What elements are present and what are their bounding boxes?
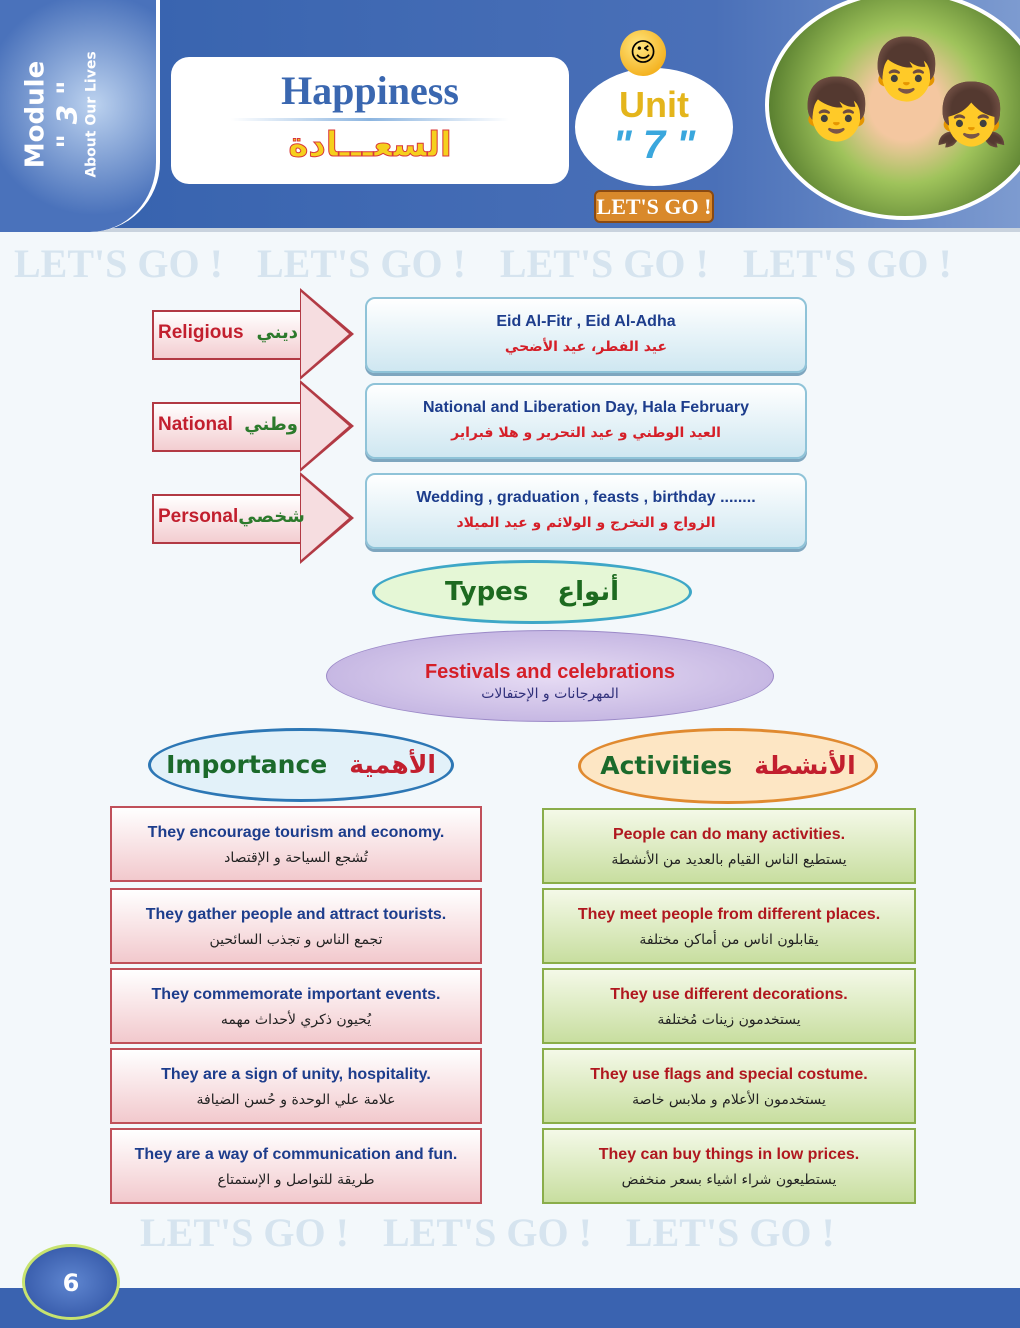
activity-text-arabic: يقابلون اناس من أماكن مختلفة bbox=[639, 932, 819, 948]
importance-cloud: Importance الأهمية bbox=[148, 728, 454, 802]
title-box: Happiness السعـــادة bbox=[171, 57, 569, 184]
importance-label-arabic: الأهمية bbox=[349, 750, 436, 779]
page-title-arabic: السعـــادة bbox=[288, 125, 452, 166]
watermark-text: LET'S GO ! bbox=[14, 241, 223, 286]
activity-item: People can do many activities. يستطيع الن… bbox=[542, 808, 916, 884]
type-label: Personal bbox=[158, 506, 239, 527]
page-title: Happiness bbox=[281, 68, 459, 113]
activity-text: They can buy things in low prices. bbox=[598, 1146, 860, 1163]
activity-text-arabic: يستطيع الناس القيام بالعديد من الأنشطة bbox=[611, 852, 847, 868]
importance-text: They gather people and attract tourists. bbox=[145, 906, 447, 923]
smiley-thumbs-up-icon: 😉 bbox=[620, 30, 666, 76]
watermark-text: LET'S GO ! bbox=[742, 241, 952, 286]
type-examples-arabic: عيد الفطر، عيد الأضحي bbox=[504, 339, 668, 355]
watermark-text: LET'S GO ! bbox=[256, 241, 466, 286]
watermark-text: LET'S GO ! bbox=[140, 1210, 349, 1255]
type-example-box: Wedding , graduation , feasts , birthday… bbox=[365, 473, 807, 549]
activity-text-arabic: يستطيعون شراء اشياء بسعر منخفض bbox=[621, 1172, 837, 1188]
activity-item: They can buy things in low prices. يستطيع… bbox=[542, 1128, 916, 1204]
importance-item: They commemorate important events. يُحيون… bbox=[110, 968, 482, 1044]
activity-item: They use flags and special costume. يستخد… bbox=[542, 1048, 916, 1124]
watermark-text: LET'S GO ! bbox=[625, 1210, 835, 1255]
page-footer bbox=[0, 1288, 1020, 1328]
type-examples: National and Liberation Day, Hala Februa… bbox=[423, 399, 749, 416]
central-topic: Festivals and celebrations bbox=[424, 661, 676, 683]
type-arrow-national: National وطني bbox=[152, 380, 354, 472]
type-label-arabic: شخصي bbox=[238, 506, 305, 527]
importance-item: They are a sign of unity, hospitality. عل… bbox=[110, 1048, 482, 1124]
type-arrow-religious: Religious ديني bbox=[152, 288, 354, 380]
page-header: Module " 3 " About Our Lives Happiness ا… bbox=[0, 0, 1020, 232]
activity-text-arabic: يستخدمون الأعلام و ملابس خاصة bbox=[632, 1092, 826, 1108]
page-number: 6 bbox=[22, 1244, 120, 1320]
importance-text-arabic: يُحيون ذكري لأحداث مهمه bbox=[220, 1012, 372, 1028]
types-cloud: Types أنواع bbox=[372, 560, 692, 624]
festivals-central-bubble: Festivals and celebrations المهرجانات و … bbox=[326, 630, 774, 722]
type-label-arabic: ديني bbox=[256, 322, 298, 343]
importance-text-arabic: طريقة للتواصل و الإستمتاع bbox=[217, 1172, 375, 1188]
importance-text-arabic: علامة علي الوحدة و حُسن الضيافة bbox=[196, 1092, 396, 1108]
type-label-arabic: وطني bbox=[244, 414, 298, 435]
importance-text: They commemorate important events. bbox=[151, 986, 441, 1003]
type-examples: Wedding , graduation , feasts , birthday… bbox=[416, 489, 756, 506]
watermark-text: LET'S GO ! bbox=[382, 1210, 592, 1255]
central-topic-arabic: المهرجانات و الإحتفالات bbox=[481, 686, 619, 702]
importance-text-arabic: تُشجع السياحة و الإقتصاد bbox=[224, 850, 368, 866]
activities-label-arabic: الأنشطة bbox=[754, 751, 856, 780]
importance-text: They are a sign of unity, hospitality. bbox=[161, 1066, 431, 1083]
lets-go-badge: LET'S GO ! bbox=[594, 190, 714, 223]
types-label: Types bbox=[444, 577, 529, 607]
activity-text: People can do many activities. bbox=[612, 826, 846, 843]
type-label: Religious bbox=[158, 322, 244, 343]
type-examples-arabic: الزواج و التخرج و الولائم و عيد الميلاد bbox=[456, 515, 716, 531]
children-photo: 👦👦👧 bbox=[765, 0, 1020, 220]
module-subtitle: About Our Lives bbox=[83, 51, 100, 178]
activity-item: They use different decorations. يستخدمون … bbox=[542, 968, 916, 1044]
importance-item: They gather people and attract tourists.… bbox=[110, 888, 482, 964]
unit-label: Unit bbox=[619, 84, 689, 125]
activity-item: They meet people from different places. ي… bbox=[542, 888, 916, 964]
watermark-pattern: LET'S GO ! LET'S GO ! LET'S GO ! LET'S G… bbox=[14, 242, 952, 286]
activity-text: They use different decorations. bbox=[610, 986, 848, 1003]
type-examples: Eid Al-Fitr , Eid Al-Adha bbox=[496, 313, 676, 330]
importance-item: They encourage tourism and economy. تُشجع… bbox=[110, 806, 482, 882]
module-label: Module bbox=[20, 60, 51, 169]
importance-text: They are a way of communication and fun. bbox=[134, 1146, 458, 1163]
importance-text-arabic: تجمع الناس و تجذب السائحين bbox=[209, 932, 383, 948]
watermark-text: LET'S GO ! bbox=[499, 241, 709, 286]
importance-item: They are a way of communication and fun.… bbox=[110, 1128, 482, 1204]
activities-label: Activities bbox=[600, 751, 733, 780]
unit-badge: Unit " 7 " bbox=[575, 68, 733, 186]
type-example-box: Eid Al-Fitr , Eid Al-Adha عيد الفطر، عيد … bbox=[365, 297, 807, 373]
module-number: " 3 " bbox=[50, 80, 84, 149]
unit-number: " 7 " bbox=[612, 123, 696, 167]
importance-text: They encourage tourism and economy. bbox=[147, 824, 445, 841]
activity-text: They meet people from different places. bbox=[577, 906, 881, 923]
title-divider bbox=[231, 118, 509, 121]
importance-label: Importance bbox=[166, 750, 328, 779]
watermark-pattern: LET'S GO ! LET'S GO ! LET'S GO ! bbox=[140, 1211, 835, 1255]
activity-text: They use flags and special costume. bbox=[590, 1066, 868, 1083]
activities-cloud: Activities الأنشطة bbox=[578, 728, 878, 804]
type-examples-arabic: العيد الوطني و عيد التحرير و هلا فبراير bbox=[451, 425, 721, 441]
types-label-arabic: أنواع bbox=[557, 577, 620, 607]
type-label: National bbox=[158, 414, 233, 435]
type-example-box: National and Liberation Day, Hala Februa… bbox=[365, 383, 807, 459]
activity-text-arabic: يستخدمون زينات مُختلفة bbox=[657, 1012, 801, 1028]
module-tab: Module " 3 " About Our Lives bbox=[0, 0, 160, 232]
